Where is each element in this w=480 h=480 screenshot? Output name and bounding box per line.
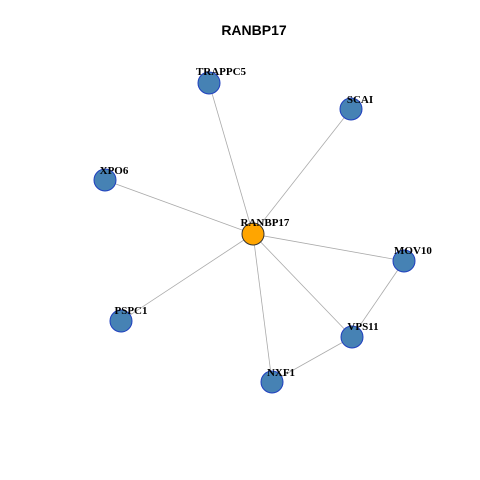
node-label-xpo6: XPO6 bbox=[100, 165, 129, 177]
node-mov10[interactable] bbox=[392, 249, 416, 273]
node-label-pspc1: PSPC1 bbox=[115, 305, 148, 317]
node-nxf1[interactable] bbox=[260, 370, 284, 394]
node-ranbp17[interactable] bbox=[241, 222, 265, 246]
node-label-vps11: VPS11 bbox=[347, 321, 378, 333]
edge-ranbp17-xpo6 bbox=[104, 179, 254, 235]
node-label-ranbp17: RANBP17 bbox=[241, 217, 290, 229]
node-trappc5[interactable] bbox=[197, 71, 221, 95]
node-scai[interactable] bbox=[339, 97, 363, 121]
edge-vps11-nxf1 bbox=[271, 336, 353, 383]
edge-ranbp17-vps11 bbox=[252, 233, 353, 338]
edge-layer bbox=[104, 82, 405, 383]
edge-ranbp17-mov10 bbox=[252, 233, 405, 262]
edge-ranbp17-nxf1 bbox=[252, 233, 273, 383]
edge-mov10-vps11 bbox=[351, 260, 405, 338]
edge-ranbp17-trappc5 bbox=[208, 82, 254, 235]
node-pspc1[interactable] bbox=[109, 309, 133, 333]
edge-ranbp17-scai bbox=[252, 108, 352, 235]
diagram-title: RANBP17 bbox=[221, 22, 287, 38]
node-vps11[interactable] bbox=[340, 325, 364, 349]
node-label-scai: SCAI bbox=[347, 94, 373, 106]
node-xpo6[interactable] bbox=[93, 168, 117, 192]
node-label-mov10: MOV10 bbox=[394, 245, 432, 257]
node-label-nxf1: NXF1 bbox=[267, 367, 295, 379]
node-layer bbox=[93, 71, 416, 394]
edge-ranbp17-pspc1 bbox=[120, 233, 254, 322]
node-label-trappc5: TRAPPC5 bbox=[196, 66, 247, 78]
